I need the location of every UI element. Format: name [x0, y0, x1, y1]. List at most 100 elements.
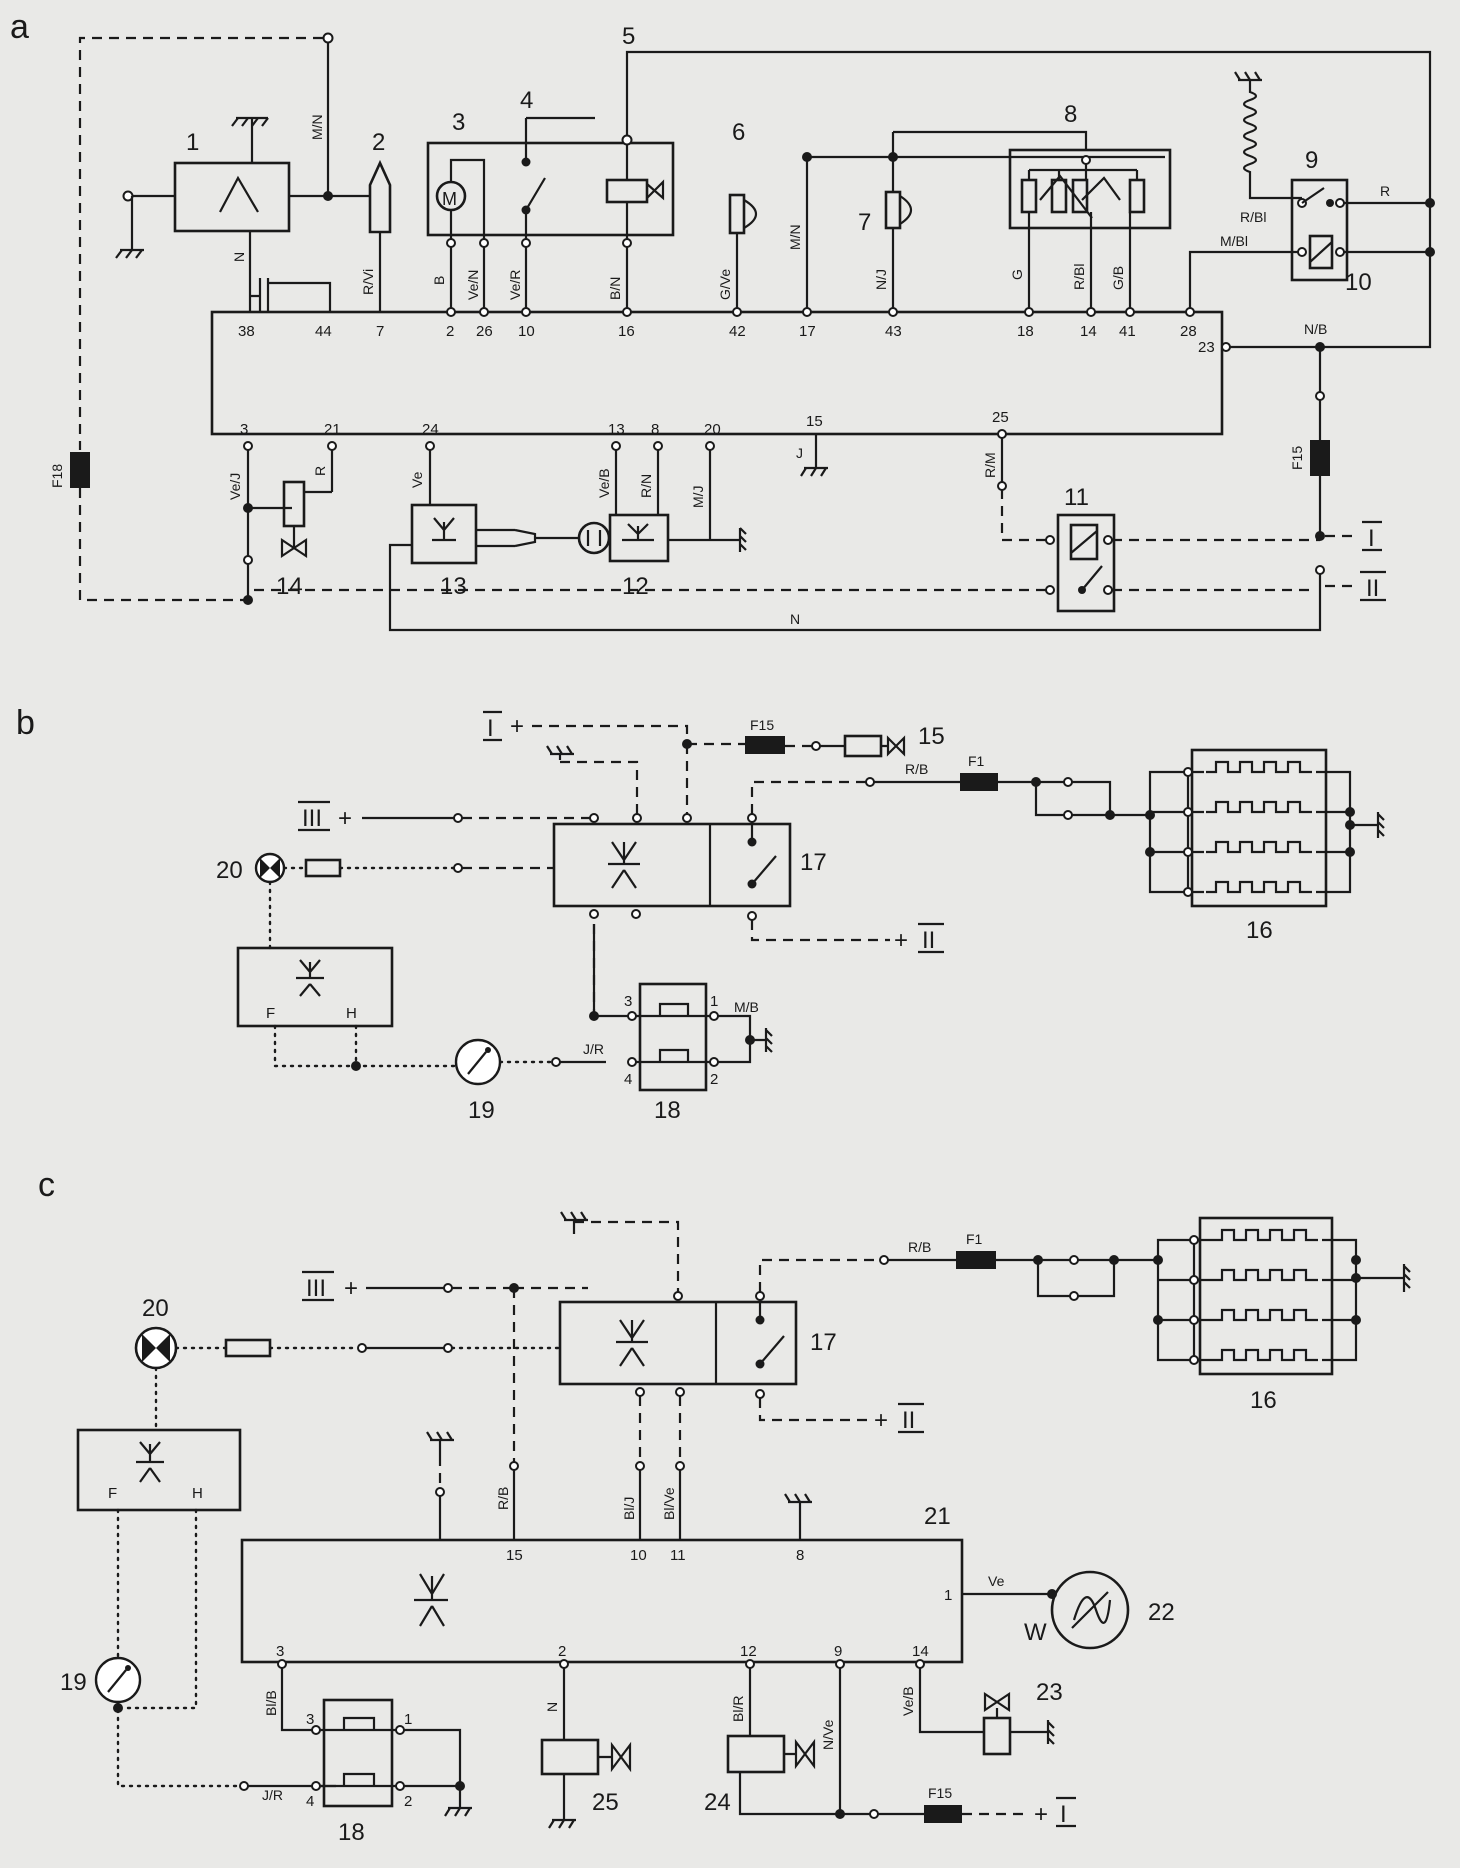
wire-ve: Ve: [409, 471, 425, 488]
wire-b: B: [431, 276, 447, 285]
pin-H-b: H: [346, 1005, 357, 1022]
supply-I-b: I: [487, 715, 494, 742]
sensor-w-label: W: [1024, 1619, 1047, 1646]
svg-text:8: 8: [796, 1547, 804, 1564]
pin-F-c: F: [108, 1485, 117, 1502]
svg-text:2: 2: [558, 1643, 566, 1660]
svg-text:43: 43: [885, 323, 902, 340]
label-3: 3: [452, 109, 465, 136]
label-19-c: 19: [60, 1669, 87, 1696]
svg-text:42: 42: [729, 323, 746, 340]
label-15: 15: [918, 723, 945, 750]
label-10: 10: [1345, 269, 1372, 296]
label-16-c: 16: [1250, 1387, 1277, 1414]
label-1: 1: [186, 129, 199, 156]
ignition-module-1: [173, 161, 291, 233]
wire-gve: G/Ve: [717, 269, 733, 300]
wire-rbi: R/Bl: [1071, 264, 1087, 290]
supply-I-a: I: [1368, 525, 1375, 552]
label-6: 6: [732, 119, 745, 146]
svg-text:24: 24: [422, 421, 439, 438]
label-17-c: 17: [810, 1329, 837, 1356]
label-2: 2: [372, 129, 385, 156]
svg-text:14: 14: [1080, 323, 1097, 340]
svg-text:28: 28: [1180, 323, 1197, 340]
svg-text:3: 3: [240, 421, 248, 438]
label-19-b: 19: [468, 1097, 495, 1124]
unit-3: [426, 141, 675, 237]
svg-text:11: 11: [670, 1547, 686, 1564]
svg-text:20: 20: [704, 421, 721, 438]
wire-r: R: [1380, 183, 1390, 199]
svg-text:+: +: [1034, 1801, 1048, 1828]
warning-lamp-20-c: [134, 1326, 178, 1370]
svg-text:4: 4: [306, 1793, 314, 1810]
wire-bib: Bl/B: [263, 1690, 279, 1716]
label-11: 11: [1064, 484, 1089, 511]
label-21: 21: [924, 1503, 951, 1530]
svg-text:+: +: [338, 805, 352, 832]
wire-r2: R: [312, 466, 328, 476]
wire-jr-b: J/R: [583, 1041, 604, 1057]
svg-text:1: 1: [404, 1711, 412, 1728]
supply-II-a: II: [1366, 575, 1379, 602]
label-22: 22: [1148, 1599, 1175, 1626]
svg-text:23: 23: [1198, 339, 1215, 356]
wire-ver: Ve/R: [507, 270, 523, 300]
svg-text:10: 10: [518, 323, 535, 340]
label-f15-c: F15: [928, 1785, 952, 1801]
label-16-b: 16: [1246, 917, 1273, 944]
svg-text:25: 25: [992, 409, 1009, 426]
svg-text:+: +: [894, 927, 908, 954]
gauge-19-b: [454, 1038, 502, 1086]
wire-ve-c: Ve: [988, 1573, 1005, 1589]
wire-bive: Bl/Ve: [661, 1487, 677, 1520]
module-FH-b: [236, 946, 394, 1028]
module-17-b: [552, 822, 792, 908]
supply-III-c: III: [306, 1275, 326, 1302]
fuse-f18: [70, 452, 90, 488]
relay-18-b: [638, 982, 708, 1092]
label-8: 8: [1064, 101, 1077, 128]
wire-mn: M/N: [309, 114, 325, 140]
wire-veb-c: Ve/B: [900, 1686, 916, 1716]
fuse-f15-a: [1310, 440, 1330, 476]
label-18-c: 18: [338, 1819, 365, 1846]
wire-bir: Bl/R: [730, 1696, 746, 1722]
svg-text:1: 1: [710, 993, 718, 1010]
fuse-f15-b: [745, 736, 785, 754]
svg-text:3: 3: [306, 1711, 314, 1728]
label-4: 4: [520, 87, 533, 114]
svg-text:+: +: [874, 1407, 888, 1434]
label-f1-b: F1: [968, 753, 985, 769]
label-23: 23: [1036, 1679, 1063, 1706]
label-25: 25: [592, 1789, 619, 1816]
label-9: 9: [1305, 147, 1318, 174]
svg-text:38: 38: [238, 323, 255, 340]
wire-rb-c: R/B: [908, 1239, 931, 1255]
svg-text:17: 17: [799, 323, 816, 340]
svg-text:+: +: [344, 1275, 358, 1302]
wire-mb-b: M/B: [734, 999, 759, 1015]
wire-bn: B/N: [607, 277, 623, 300]
module-13: [410, 503, 478, 565]
supply-III-b: III: [302, 805, 322, 832]
wire-veb: Ve/B: [596, 468, 612, 498]
pin-F-b: F: [266, 1005, 275, 1022]
svg-text:3: 3: [624, 993, 632, 1010]
wire-rb2-c: R/B: [495, 1487, 511, 1510]
spark-plug-2: [368, 159, 392, 234]
wire-rb-b: R/B: [905, 761, 928, 777]
label-5: 5: [622, 23, 635, 50]
wire-ven: Ve/N: [465, 270, 481, 300]
wire-n-c: N: [544, 1702, 560, 1712]
fuse-f1-b: [960, 773, 998, 791]
label-13: 13: [440, 573, 467, 600]
fuse-f1-c: [956, 1251, 996, 1269]
label-f18: F18: [49, 464, 65, 488]
svg-text:15: 15: [806, 413, 823, 430]
svg-text:10: 10: [630, 1547, 647, 1564]
label-14: 14: [276, 573, 303, 600]
wire-g: G: [1009, 269, 1025, 280]
